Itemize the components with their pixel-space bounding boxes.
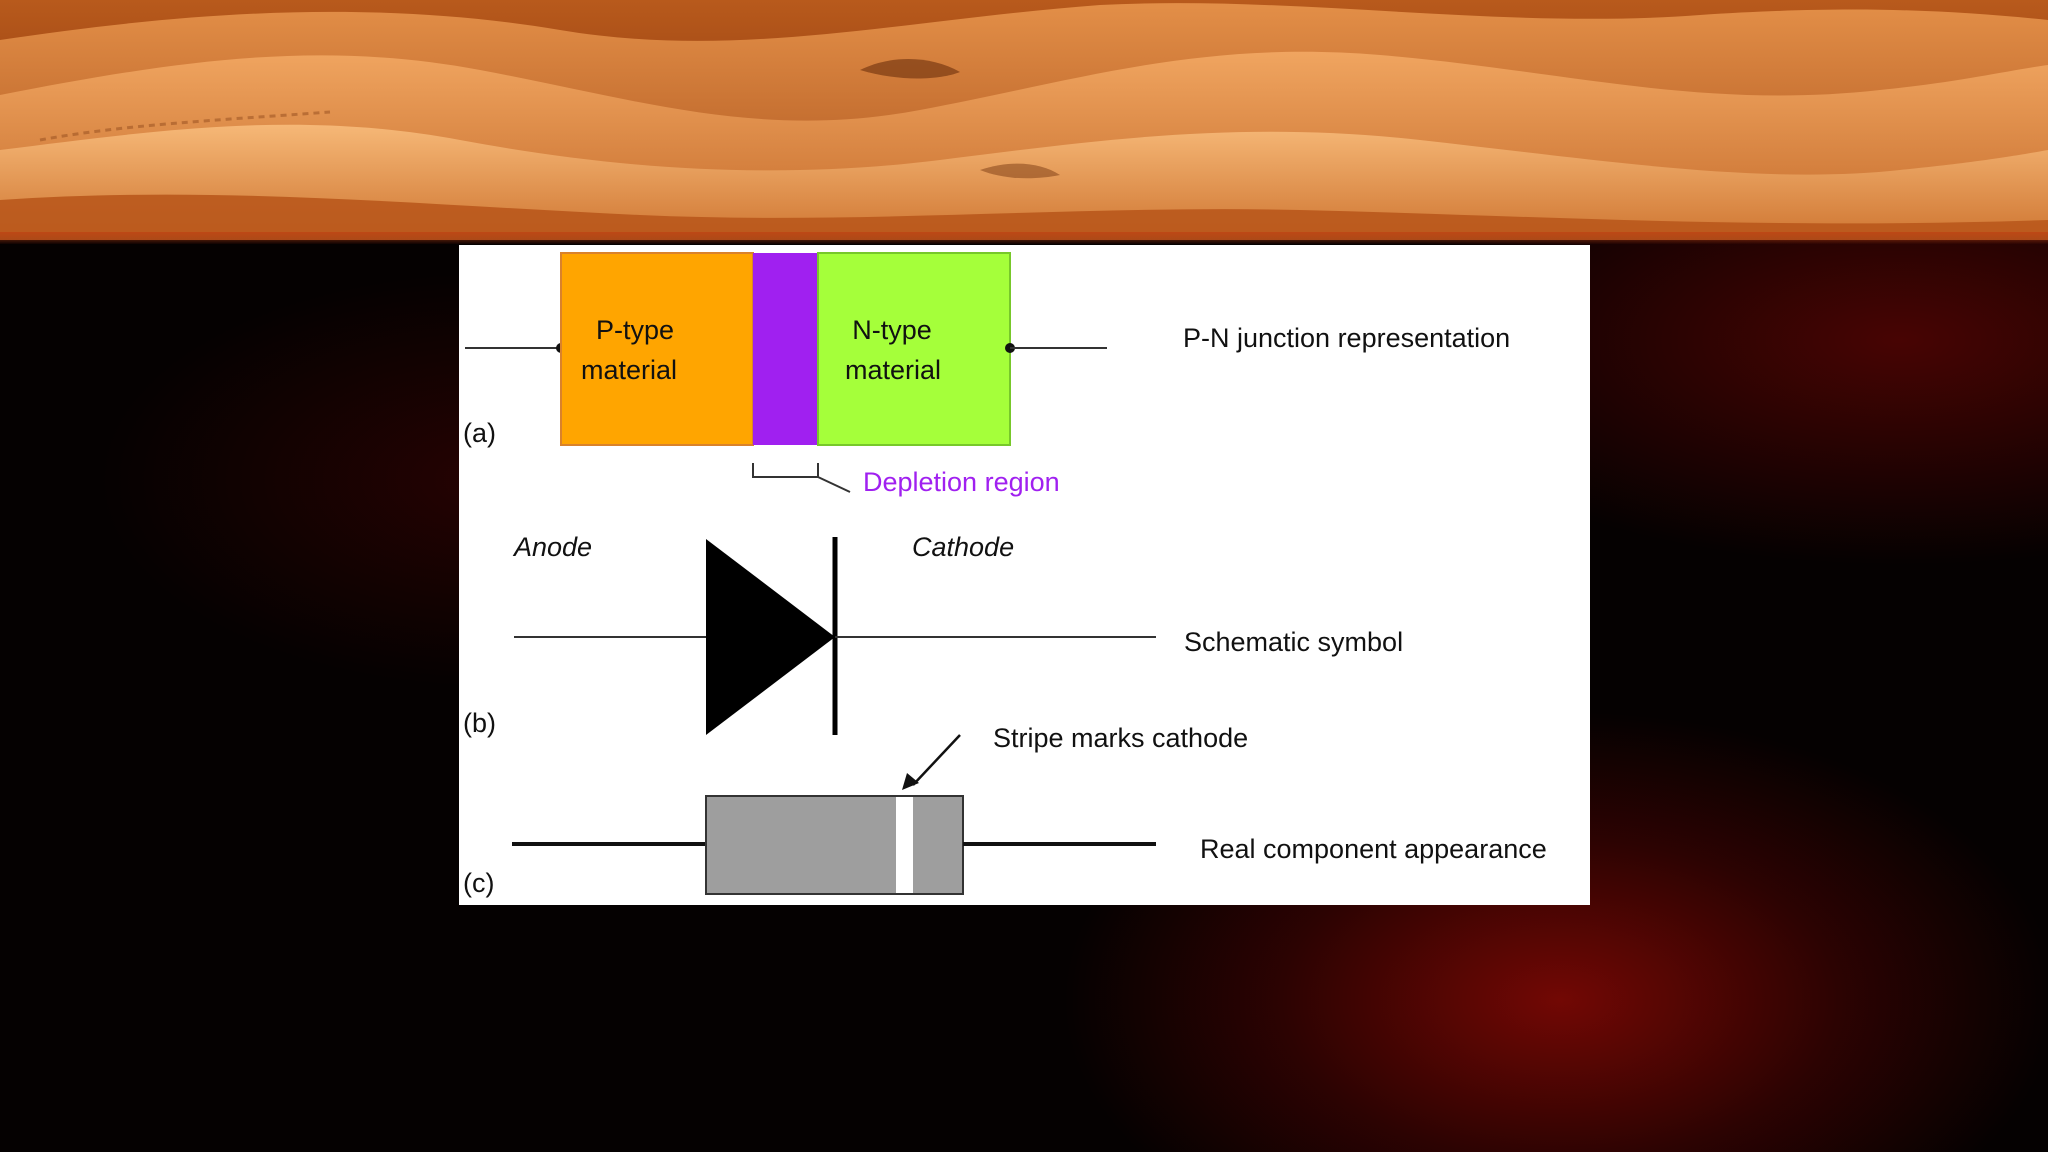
banner-edge — [0, 232, 2048, 244]
p-type-block — [560, 252, 754, 446]
depletion-block — [753, 253, 818, 445]
diode-figure: P-type material N-type material (a) Depl… — [459, 245, 1590, 905]
panel-a-tag: (a) — [463, 418, 496, 448]
component-body — [705, 795, 964, 895]
stripe-arrow-shaft — [912, 734, 961, 786]
pn-junction-caption: P-N junction representation — [1183, 323, 1510, 353]
n-type-label-line2: material — [845, 355, 941, 385]
panel-b: Anode Cathode Schematic symbol (b) — [463, 532, 1403, 738]
cathode-stripe — [896, 797, 913, 893]
cathode-label: Cathode — [912, 532, 1014, 562]
panel-a: P-type material N-type material (a) Depl… — [463, 252, 1510, 497]
panel-b-tag: (b) — [463, 708, 496, 738]
desert-banner-image — [0, 0, 2048, 240]
diode-triangle — [706, 539, 835, 735]
real-component-caption: Real component appearance — [1200, 834, 1547, 864]
panel-c: Stripe marks cathode Real component appe… — [463, 723, 1547, 898]
depletion-region-label: Depletion region — [863, 467, 1060, 497]
n-type-label-line1: N-type — [852, 315, 932, 345]
n-type-block — [817, 252, 1011, 446]
panel-c-tag: (c) — [463, 868, 494, 898]
anode-label: Anode — [512, 532, 592, 562]
p-type-label-line1: P-type — [596, 315, 674, 345]
p-type-label-line2: material — [581, 355, 677, 385]
depletion-bracket — [752, 463, 851, 493]
schematic-symbol-caption: Schematic symbol — [1184, 627, 1403, 657]
stripe-marks-cathode-label: Stripe marks cathode — [993, 723, 1248, 753]
stripe-arrow-head — [902, 773, 919, 790]
